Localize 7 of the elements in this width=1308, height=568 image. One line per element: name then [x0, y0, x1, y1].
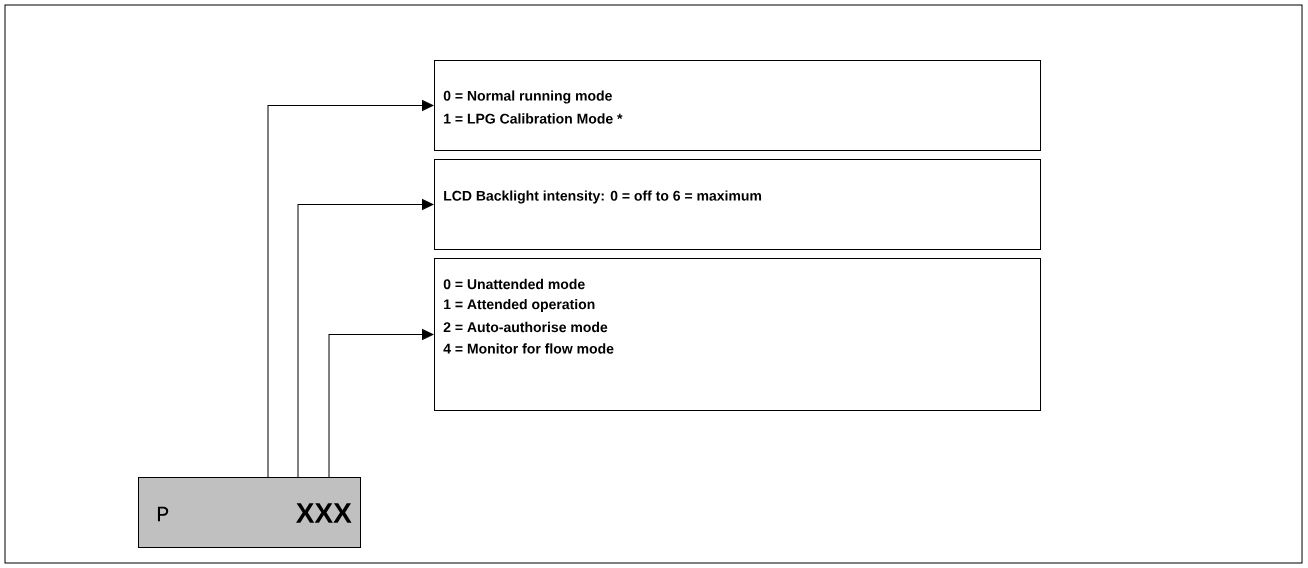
- arrow: [328, 329, 434, 478]
- option-box: 0 = Normal running mode 1 = LPG Calibration Mode *: [434, 60, 1041, 151]
- arrow: [297, 199, 434, 478]
- display-box: P XXX: [138, 477, 361, 548]
- option-box: LCD Backlight intensity: 0 = off to 6 = maximum: [434, 159, 1041, 250]
- arrow: [267, 100, 434, 478]
- option-box: 0 = Unattended mode 1 = Attended operation 2 = Auto-authorise mode 4 = Monitor for flow mode: [434, 258, 1041, 411]
